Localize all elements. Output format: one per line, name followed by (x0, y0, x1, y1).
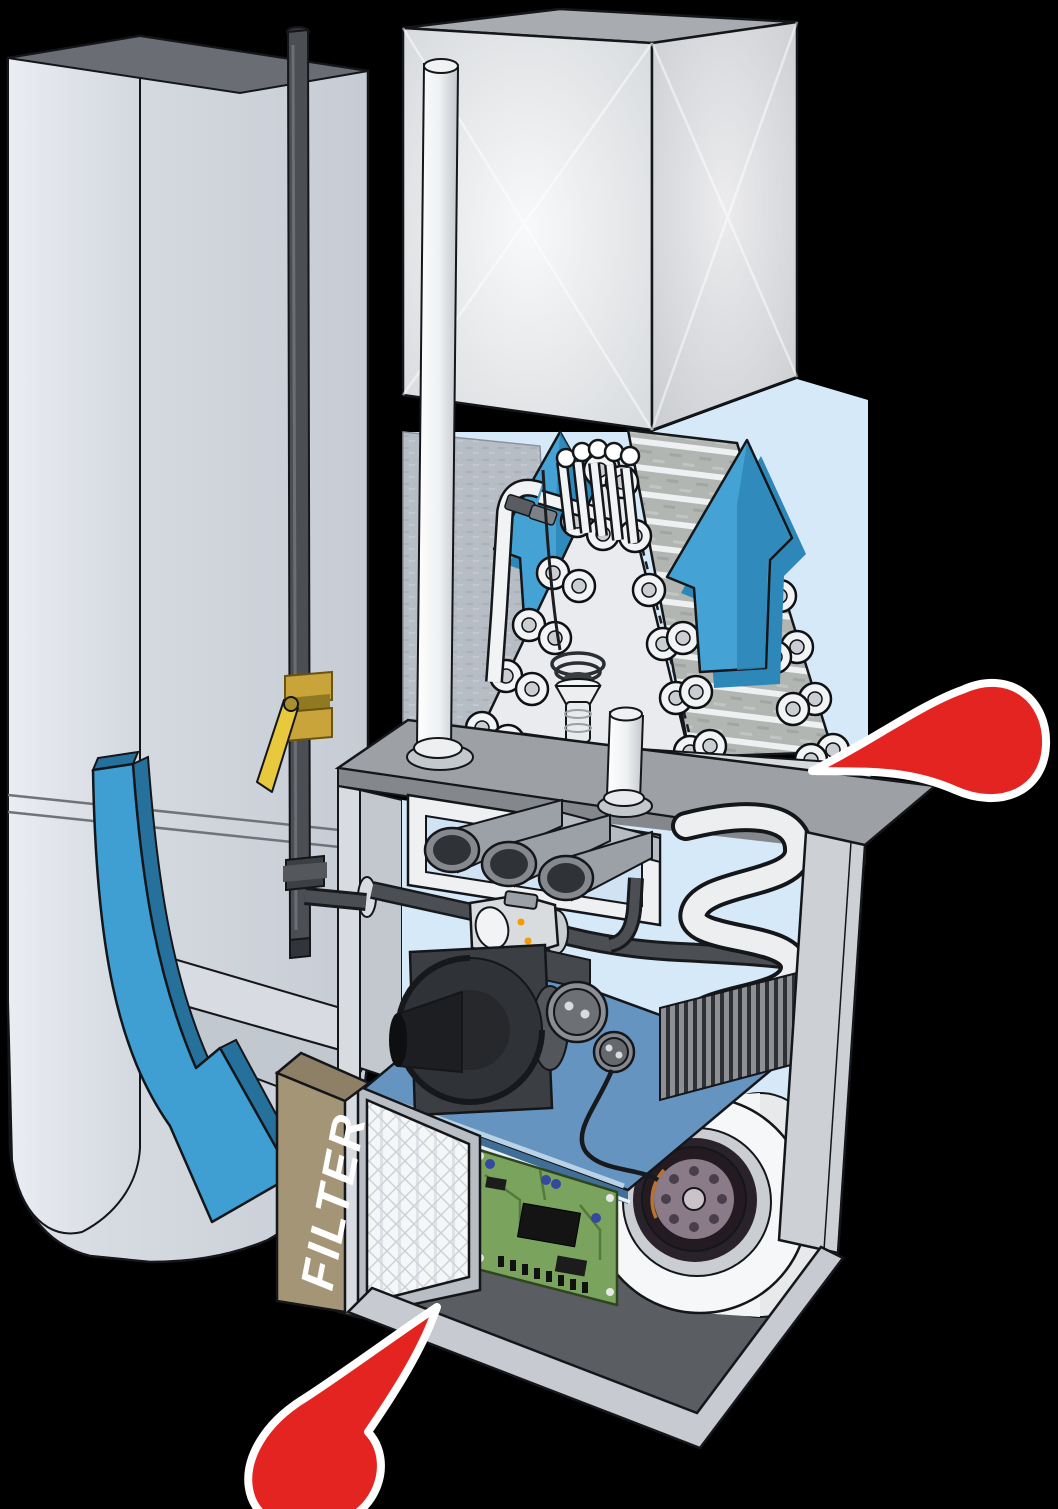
pcb-terminal-row (498, 1256, 588, 1293)
valve-pivot (283, 696, 299, 712)
outlet-opening (389, 1013, 407, 1067)
cap-bolt (615, 1051, 623, 1059)
pipe-branch (304, 890, 367, 908)
drip-leg-cap (289, 936, 311, 960)
filter-media (365, 1098, 471, 1305)
valve-ridges (503, 890, 539, 910)
plenum-crease (650, 21, 799, 431)
stub-collar (603, 789, 645, 807)
stub-body (605, 710, 645, 802)
valve-led (517, 918, 525, 926)
vent-collar (413, 737, 463, 759)
burner-bore (433, 835, 471, 865)
control-board (471, 1146, 619, 1307)
gas-shutoff-valve (256, 670, 333, 793)
callout-pointer-bottom (244, 1303, 441, 1509)
gas-inlet-pipe (370, 883, 474, 919)
base-rails (345, 1245, 845, 1450)
pvc-vent-pipe (406, 58, 474, 771)
union-nut (283, 862, 327, 882)
motor-glint (650, 1168, 666, 1219)
cap-wire (579, 1069, 660, 1182)
cap-large-inner (553, 988, 601, 1036)
slab-front-face (275, 1071, 347, 1314)
pipe-body (286, 28, 312, 944)
supply-plenum (401, 7, 799, 432)
motor-bolts (661, 1166, 727, 1232)
pcb-component (485, 1176, 507, 1191)
vent-pipe-top (423, 58, 459, 74)
vent-pipe-body (415, 62, 460, 752)
pressure-switch-caps (545, 980, 660, 1182)
pcb-relay (516, 1202, 582, 1248)
pipe-highlight (291, 44, 298, 931)
duct-left-face (7, 34, 141, 1235)
pcb-capacitors (485, 1159, 601, 1223)
callout-pointer-top (808, 678, 1051, 803)
return-air-duct (6, 34, 370, 1264)
blower-assembly (590, 1092, 839, 1318)
cap-bolt (564, 1001, 574, 1011)
right-wall-seam (823, 841, 852, 1251)
burner-bore (490, 849, 528, 879)
refrigerant-distributor (485, 438, 641, 683)
motor-hub (682, 1187, 706, 1211)
arrow-front-face (91, 762, 294, 1224)
filter-slab-label: FILTER (274, 1051, 376, 1314)
burner-bore (547, 863, 585, 893)
vent-pipe-stub (597, 706, 653, 818)
cap-bolt (605, 1044, 613, 1052)
cabinet-right-wall (777, 830, 867, 1255)
cap-bolt (580, 1009, 590, 1019)
sensor-wire (541, 469, 562, 651)
manifold-riser (608, 877, 641, 950)
duct-top-face (7, 34, 369, 95)
air-filter (356, 1084, 482, 1318)
burner-assembly (406, 793, 662, 927)
coil-airflow-arrow-right (665, 438, 806, 688)
pcb-component (554, 1255, 588, 1277)
gas-supply-pipe (256, 26, 367, 960)
cap-small-inner (599, 1037, 629, 1067)
valve-led (524, 937, 532, 945)
scroll-spiral (395, 955, 545, 1105)
stub-top (609, 706, 643, 722)
right-wall-face (777, 830, 867, 1255)
arrow-dark-face (737, 443, 790, 670)
